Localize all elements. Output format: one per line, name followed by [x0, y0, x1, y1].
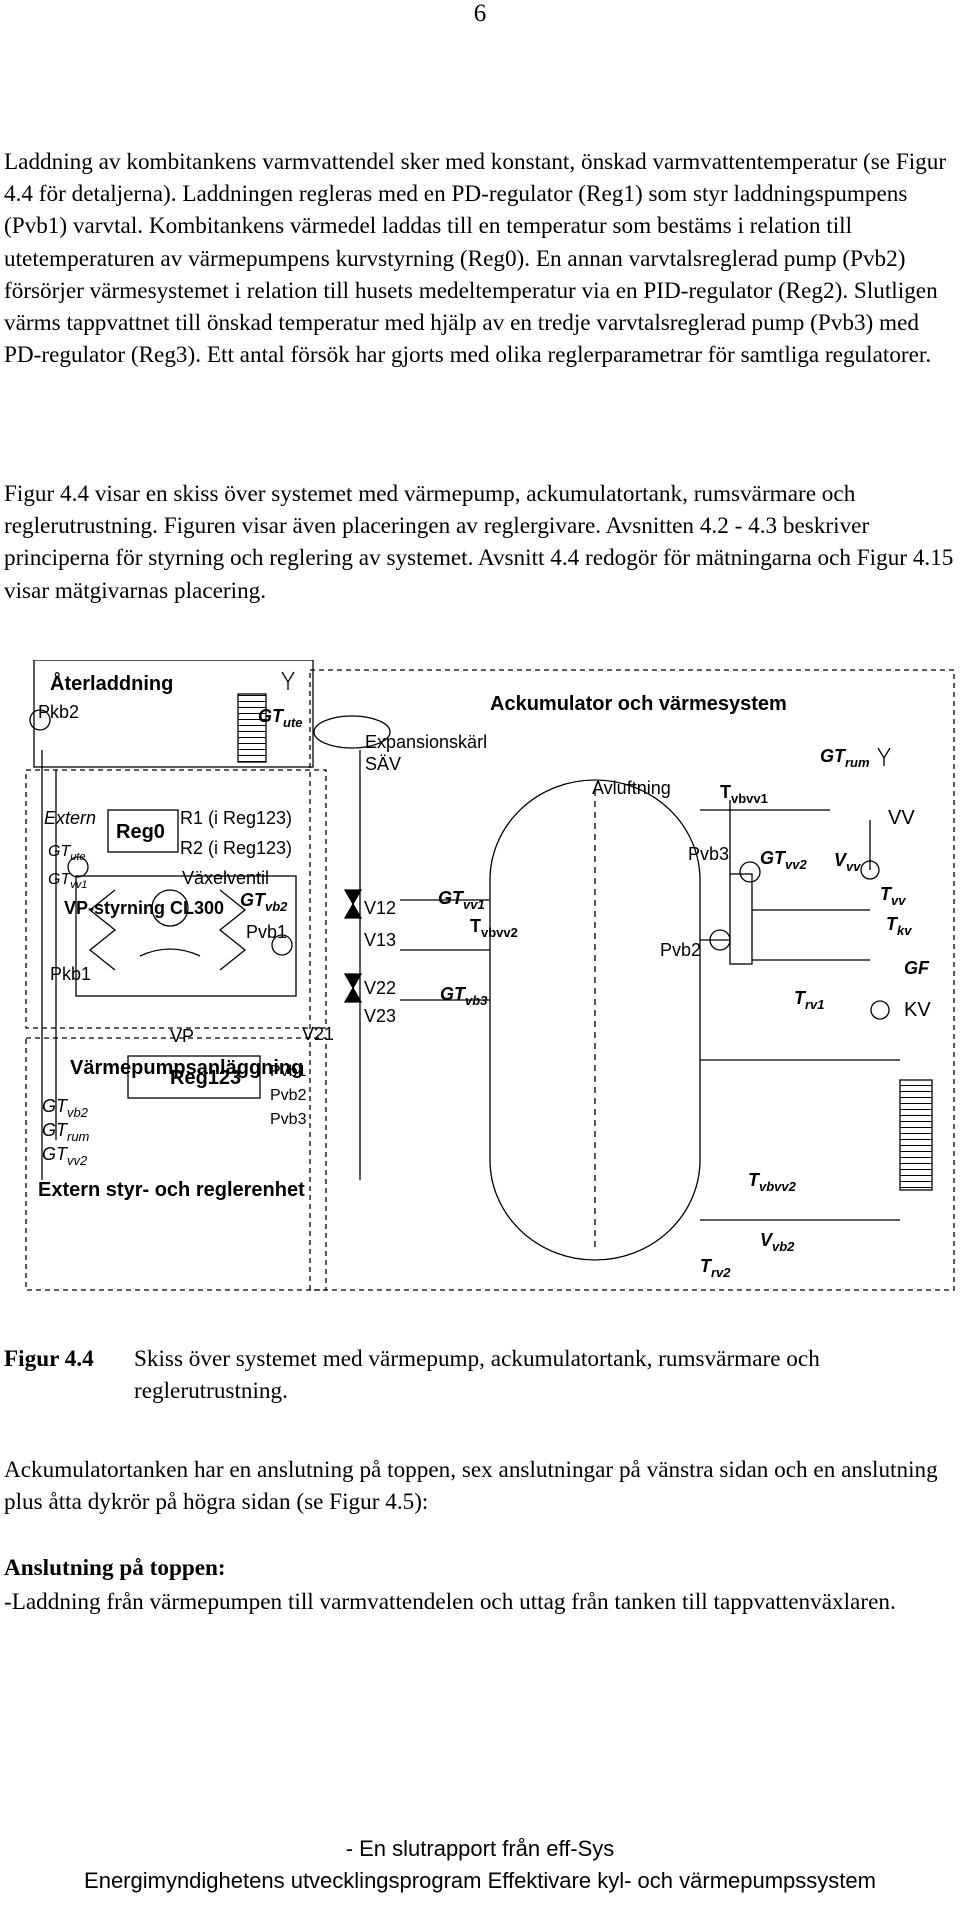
label-t-rv1: Trv1 [794, 988, 825, 1012]
label-v-vb2: Vvb2 [760, 1230, 795, 1254]
label-extern: Extern [44, 808, 96, 828]
reg123-box [127, 1055, 261, 1099]
label-pvb2: Pvb2 [660, 940, 701, 960]
valve-v22-v23 [343, 973, 363, 1003]
label-gf: GF [904, 958, 930, 978]
label-reg0: Reg0 [116, 821, 165, 843]
label-gt-vv1: GTvv1 [438, 888, 485, 912]
label-gt-vv2: GTvv2 [760, 848, 807, 872]
pump-pvb1 [271, 934, 293, 956]
figure-caption-text: Skiss över systemet med värmepump, ackum… [134, 1346, 820, 1405]
label-r2: R2 (i Reg123) [180, 838, 292, 858]
compressor [151, 889, 189, 927]
pump-pkb1 [67, 856, 89, 878]
label-v-vv: Vvv [834, 850, 861, 874]
label-pkb1: Pkb1 [50, 964, 91, 984]
label-gt-vb2-b: GTvb2 [42, 1096, 89, 1120]
footer-line-2: Energimyndighetens utvecklingsprogram Ef… [84, 1868, 876, 1893]
accumulator-tank [489, 779, 701, 1261]
kv-gauge [870, 1000, 890, 1020]
heat-pump-unit [75, 875, 297, 997]
expansion-vessel [313, 715, 391, 749]
label-gt-ute-small: GTute [48, 843, 86, 863]
label-expansion: Expansionskärl [365, 732, 487, 752]
label-vp-anlaggning: Värmepumpsanläggning [70, 1057, 303, 1079]
label-tvbvv2-mid: Tvbvv2 [470, 916, 518, 940]
footer-line-1: - En slutrapport från eff-Sys [345, 1836, 615, 1861]
vv-gauge [860, 860, 880, 880]
evaporator-coil [88, 889, 117, 971]
label-gt-vb3: GTvb3 [440, 984, 488, 1008]
label-extern-styr: Extern styr- och reglerenhet [38, 1179, 305, 1201]
sensor-gt-ute [281, 671, 295, 690]
valve-v12-v13 [343, 889, 363, 919]
pump-pvb2 [709, 929, 731, 951]
sensor-gt-rum [877, 747, 891, 766]
label-pvb3-b: Pvb3 [270, 1111, 307, 1128]
label-t-vbvv2: Tvbvv2 [748, 1170, 797, 1194]
label-vp: VP [170, 1026, 194, 1046]
label-v22: V22 [364, 978, 396, 998]
label-t-rv2: Trv2 [700, 1256, 731, 1280]
label-pvb1-b: Pvb1 [270, 1063, 307, 1080]
system-diagram: Återladdning Pkb2 GTute Ackumulator och … [20, 660, 960, 1300]
system-diagram-svg: Återladdning Pkb2 GTute Ackumulator och … [25, 660, 955, 1291]
label-sav: SÄV [365, 754, 401, 774]
label-reg123: Reg123 [170, 1067, 241, 1089]
pump-pvb3 [739, 861, 761, 883]
condenser-coil [218, 889, 247, 971]
paragraph-1: Laddning av kombitankens varmvattendel s… [4, 146, 956, 371]
label-t-kv: Tkv [886, 914, 912, 938]
label-pvb3: Pvb3 [688, 844, 729, 864]
figure-caption-label: Figur 4.4 [4, 1346, 94, 1372]
bullet-item: -Laddning från värmepumpen till varmvatt… [4, 1589, 896, 1615]
paragraph-3-text: Ackumulatortanken har en anslutning på t… [4, 1457, 938, 1516]
pipes [41, 750, 900, 1221]
heat-exchanger [729, 873, 753, 965]
label-pvb1: Pvb1 [246, 922, 287, 942]
label-v12: V12 [364, 898, 396, 918]
label-gt-vv1-small: GTvv1 [48, 871, 87, 891]
expansion-valve [139, 948, 201, 957]
label-avluftning: Avluftning [592, 778, 671, 798]
reg0-box [107, 809, 179, 853]
aterladdning-radiator [237, 693, 267, 763]
paragraph-1-text: Laddning av kombitankens varmvattendel s… [4, 149, 947, 369]
label-pvb2-b: Pvb2 [270, 1087, 307, 1104]
label-vv: VV [888, 807, 915, 829]
pump-pkb2 [29, 709, 51, 731]
label-gt-rum-b: GTrum [42, 1120, 90, 1144]
label-ackumulator: Ackumulator och värmesystem [490, 693, 787, 715]
label-gt-ute: GTute [258, 706, 303, 730]
paragraph-2-text: Figur 4.4 visar en skiss över systemet m… [4, 481, 954, 604]
label-v23: V23 [364, 1006, 396, 1026]
section-heading: Anslutning på toppen: [4, 1555, 226, 1581]
label-vp-styrning: VP-styrning CL300 [64, 898, 224, 918]
label-tvbvv1: Tvbvv1 [720, 782, 768, 806]
aterladdning-box [33, 660, 314, 768]
room-radiator [899, 1079, 933, 1191]
control-area [25, 1037, 327, 1291]
paragraph-3: Ackumulatortanken har en anslutning på t… [4, 1454, 956, 1518]
label-gt-rum: GTrum [820, 746, 870, 770]
page-number: 6 [473, 0, 487, 27]
figure-caption: Figur 4.4 Skiss över systemet med värmep… [4, 1343, 956, 1407]
label-aterladdning: Återladdning [50, 671, 173, 695]
label-t-vv: Tvv [880, 884, 906, 908]
label-pkb2: Pkb2 [38, 702, 79, 722]
ackumulator-area [309, 669, 955, 1291]
label-kv: KV [904, 999, 931, 1021]
label-vaxelventil: Växelventil [182, 868, 269, 888]
label-gt-vb2: GTvb2 [240, 890, 288, 914]
label-v13: V13 [364, 930, 396, 950]
label-gt-vv2-b: GTvv2 [42, 1144, 88, 1168]
label-v21: V21 [302, 1024, 334, 1044]
label-r1: R1 (i Reg123) [180, 808, 292, 828]
paragraph-2: Figur 4.4 visar en skiss över systemet m… [4, 478, 956, 607]
